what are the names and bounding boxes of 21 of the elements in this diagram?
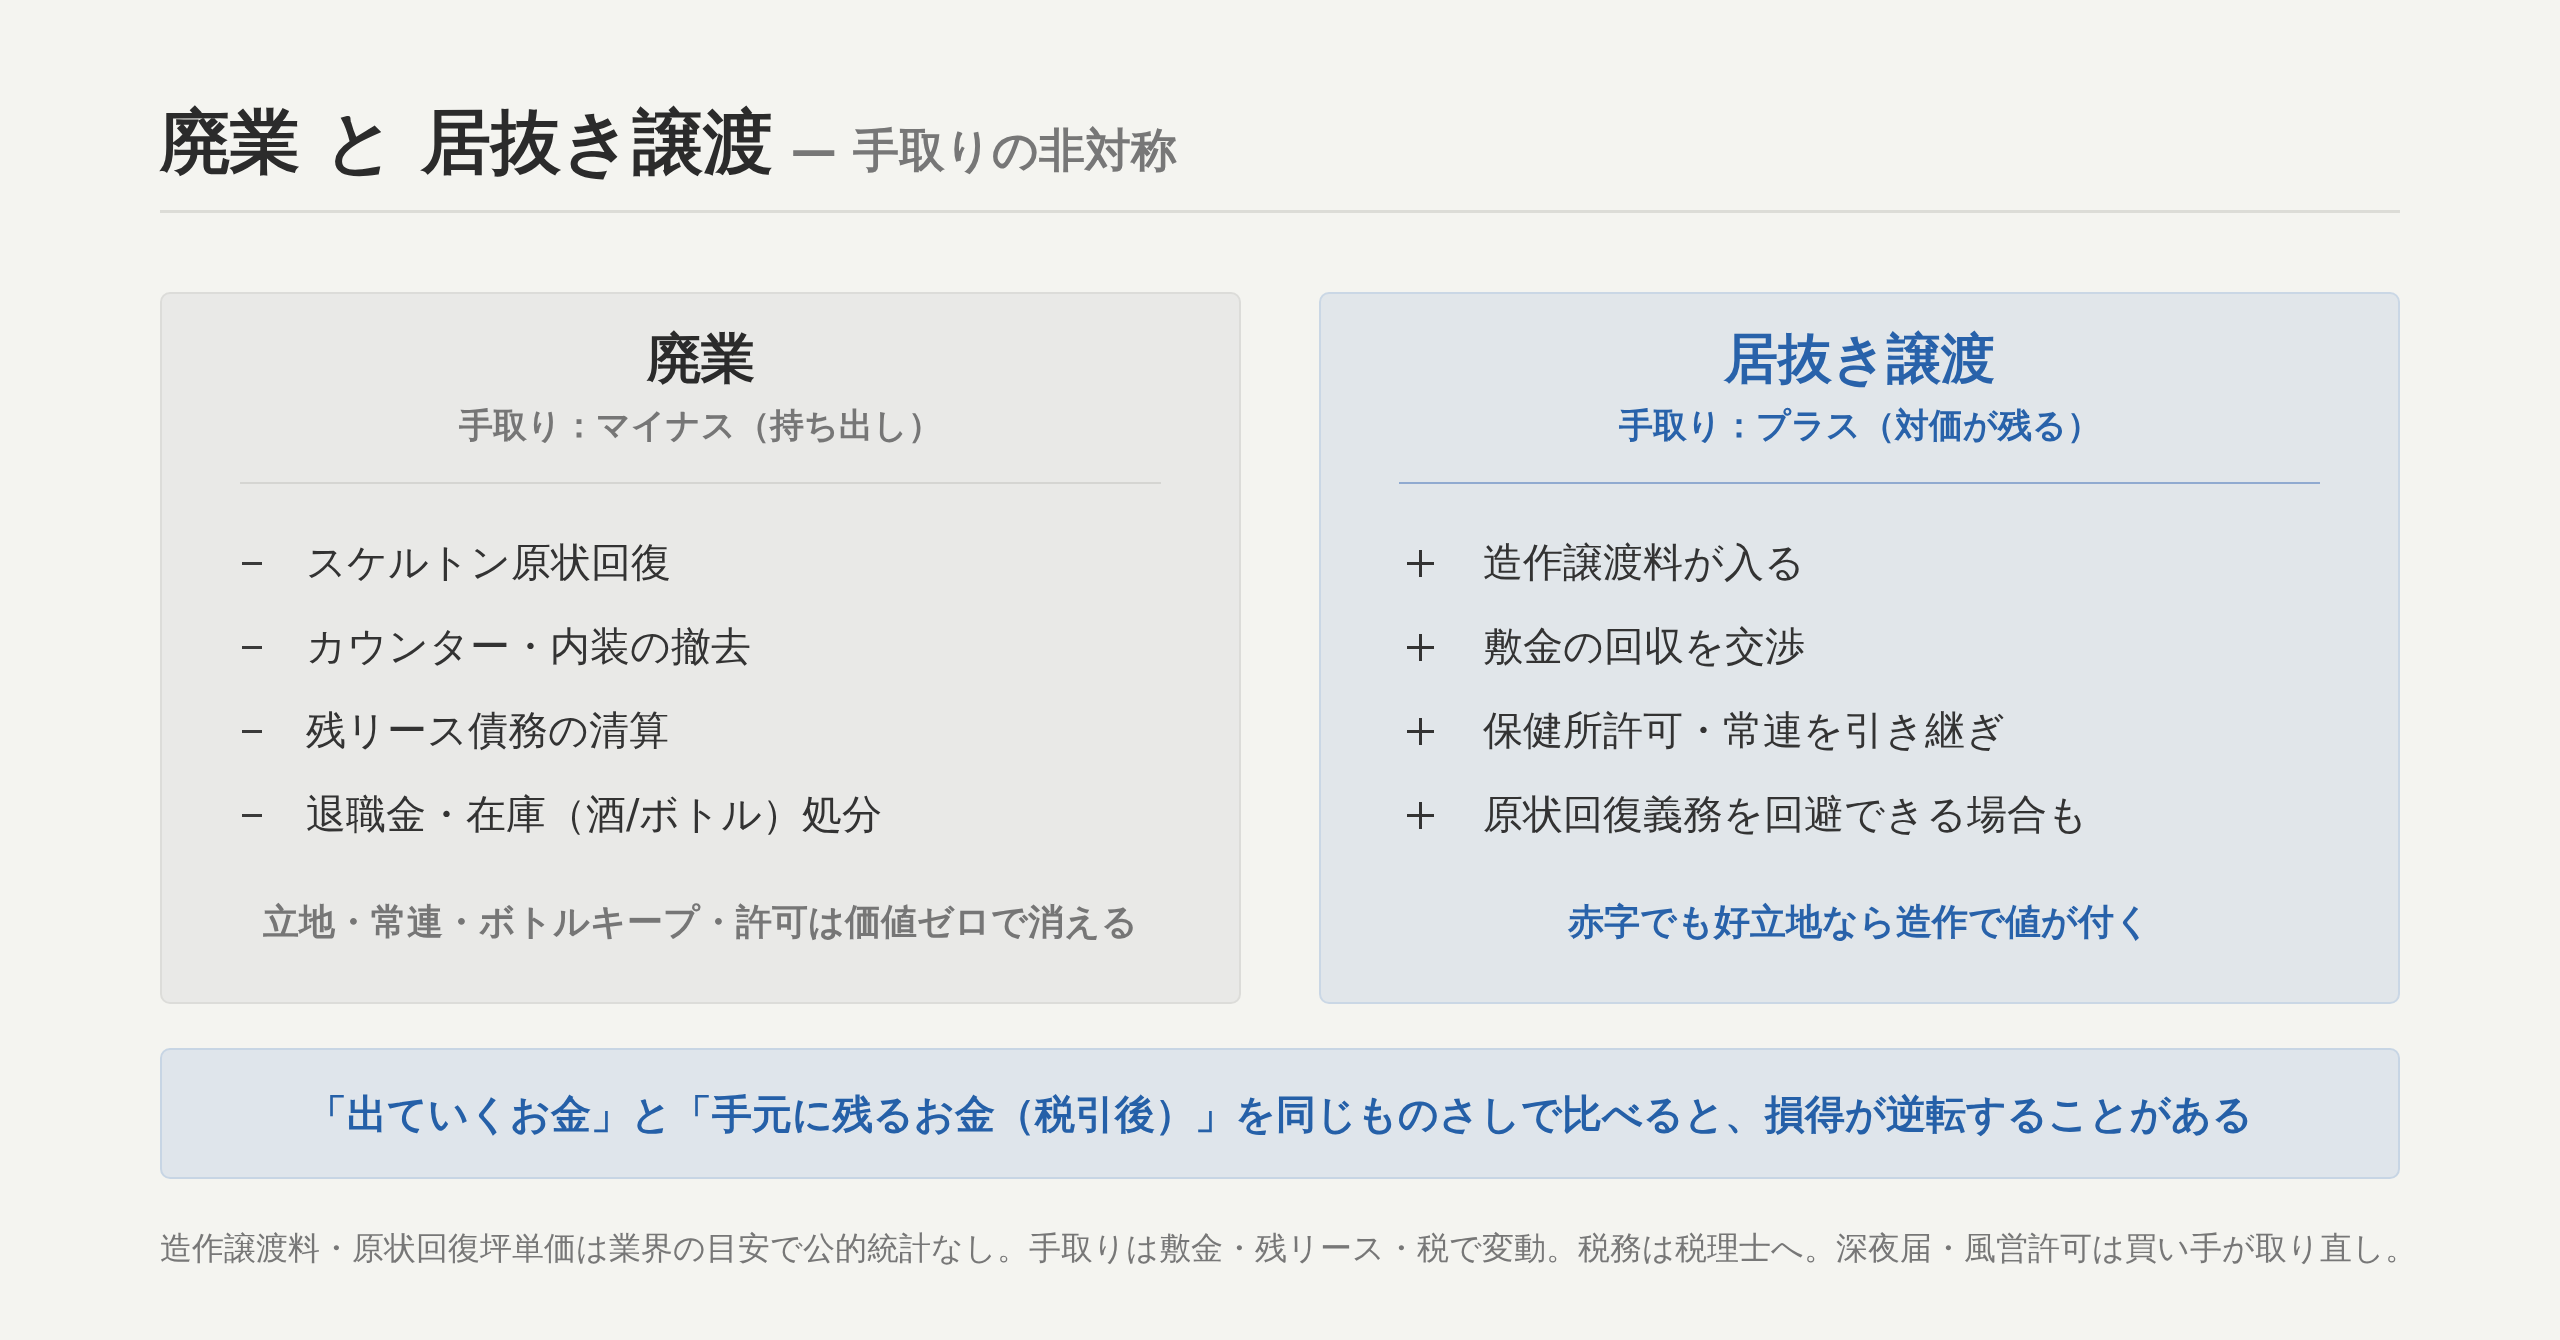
panel-subheading: 手取り：プラス（対価が残る）	[1617, 405, 2102, 446]
list-item: 敷金の回収を交渉	[1483, 622, 1805, 670]
comparison-panel	[1319, 292, 2400, 1004]
panel-heading: 廃業	[645, 327, 756, 392]
list-item: 原状回復義務を回避できる場合も	[1483, 790, 2088, 838]
title: 廃業 と 居抜き譲渡	[160, 100, 773, 184]
list-item: 退職金・在庫（酒/ボトル）処分	[306, 790, 883, 838]
banner-text: 「出ていくお金」と「手元に残るお金（税引後）」を同じものさしで比べると、損得が逆転することがある	[306, 1090, 2254, 1138]
footnote: 造作譲渡料・原状回復坪単価は業界の目安で公的統計なし。手取りは敷金・残リース・税で変動。税務は税理士へ。深夜届・風営許可は買い手が取り直し。	[160, 1229, 2417, 1268]
list-item: 造作譲渡料が入る	[1483, 538, 1805, 586]
panel-note: 赤字でも好立地なら造作で値が付く	[1567, 900, 2152, 944]
panel-heading: 居抜き譲渡	[1722, 327, 1996, 392]
list-item: カウンター・内装の撤去	[306, 622, 751, 670]
subtitle: — 手取りの非対称	[790, 123, 1177, 179]
summary-banner	[160, 1048, 2400, 1179]
list-item: 残リース債務の清算	[306, 706, 669, 754]
list-item: 保健所許可・常連を引き継ぎ	[1483, 706, 2006, 754]
panel-subheading: 手取り：マイナス（持ち出し）	[458, 405, 943, 446]
panel-note: 立地・常連・ボトルキープ・許可は価値ゼロで消える	[262, 900, 1139, 944]
list-item: スケルトン原状回復	[306, 538, 671, 586]
comparison-panel	[160, 292, 1241, 1004]
